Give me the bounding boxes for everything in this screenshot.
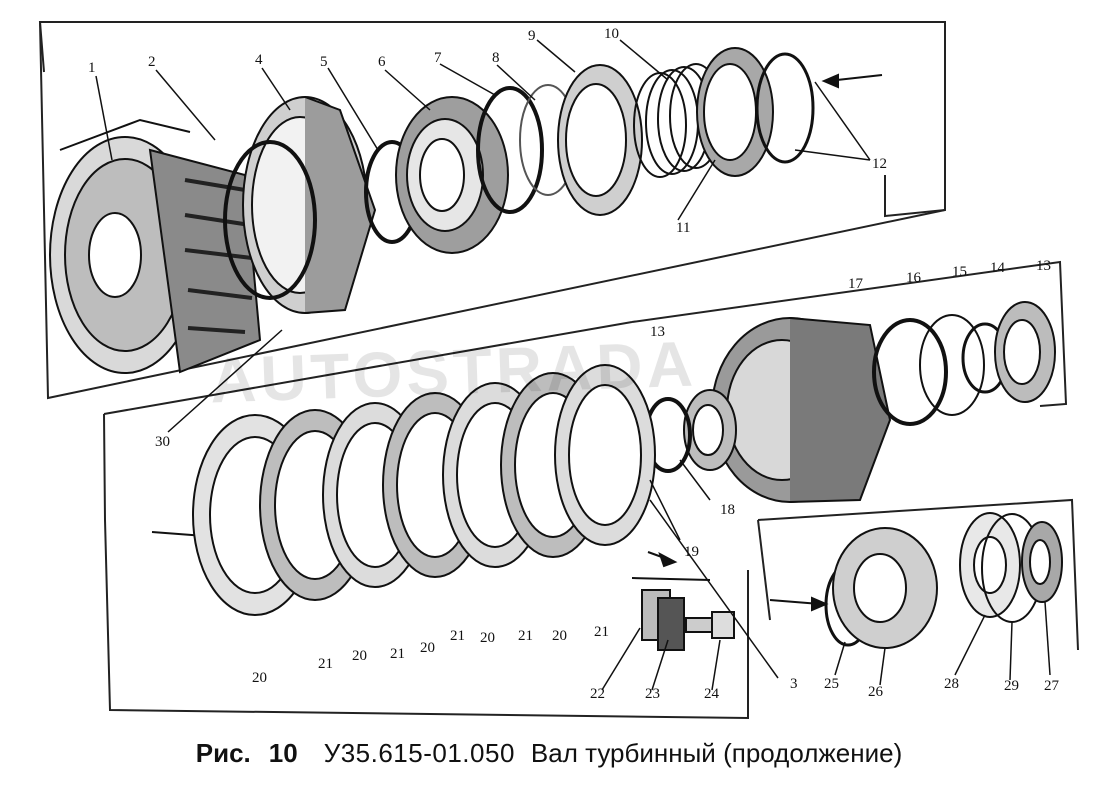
callout-24: 24 (704, 686, 720, 702)
callout-30: 30 (155, 434, 170, 450)
callout-13-left: 13 (650, 324, 665, 340)
callout-21-e: 21 (594, 624, 609, 640)
hub-part (395, 96, 509, 254)
callout-1: 1 (88, 60, 96, 76)
callout-22: 22 (590, 686, 605, 702)
callout-6: 6 (378, 54, 386, 70)
callout-20-b: 20 (352, 648, 367, 664)
callout-7: 7 (434, 50, 442, 66)
callout-labels: 1 2 4 5 6 7 8 9 10 11 12 17 16 15 14 13 … (88, 26, 1060, 702)
callout-20-a: 20 (252, 670, 267, 686)
ring-part-16 (872, 318, 948, 426)
leader-lines (95, 39, 1051, 691)
lower-right-frame (757, 498, 1079, 651)
middle-assembly-frame (103, 260, 1068, 720)
callout-18: 18 (720, 502, 735, 518)
callout-17: 17 (848, 276, 864, 292)
callout-9: 9 (528, 28, 536, 44)
callout-21-b: 21 (390, 646, 405, 662)
callout-21-d: 21 (518, 628, 533, 644)
callout-28: 28 (944, 676, 959, 692)
ring-part-7 (476, 86, 544, 214)
callout-13-right: 13 (1036, 258, 1051, 274)
callout-27: 27 (1044, 678, 1060, 694)
callout-10: 10 (604, 26, 619, 42)
callout-20-e: 20 (552, 628, 567, 644)
callout-5: 5 (320, 54, 328, 70)
callout-14: 14 (990, 260, 1006, 276)
disc-part-9 (557, 64, 643, 216)
lock-plate-and-bolt (641, 589, 735, 651)
piston-part (242, 96, 377, 314)
callout-26: 26 (868, 684, 884, 700)
bracket-line (631, 577, 711, 581)
callout-15: 15 (952, 264, 967, 280)
callout-19: 19 (684, 544, 699, 560)
callout-11: 11 (676, 220, 690, 236)
drum-housing-part (49, 118, 262, 374)
clutch-disc-pack (192, 364, 656, 616)
nut-part-27 (1021, 521, 1063, 603)
figure-title: Вал турбинный (530, 738, 716, 768)
seal-ring-part (223, 140, 317, 300)
bearing-part-13-left (683, 389, 737, 471)
figure-label: Рис. (195, 738, 251, 768)
callout-8: 8 (492, 50, 500, 66)
ring-part-15 (919, 314, 985, 416)
callout-12: 12 (872, 156, 887, 172)
gear-part (711, 317, 892, 503)
callout-29: 29 (1004, 678, 1019, 694)
figure-number: 10 (268, 738, 298, 768)
bearing-part-26 (832, 527, 938, 649)
snap-ring-part (755, 52, 815, 164)
callout-20-c: 20 (420, 640, 435, 656)
bearing-part-13 (994, 301, 1056, 403)
callout-20-d: 20 (480, 630, 495, 646)
callout-21-c: 21 (450, 628, 465, 644)
top-assembly-frame (38, 21, 946, 400)
callout-23: 23 (645, 686, 660, 702)
callout-3: 3 (790, 676, 798, 692)
callout-2: 2 (148, 54, 156, 70)
callout-4: 4 (255, 52, 263, 68)
lock-washer-part-28 (959, 512, 1021, 618)
part-code: У35.615-01.050 (323, 738, 515, 768)
callout-21-a: 21 (318, 656, 333, 672)
figure-note: (продолжение) (723, 738, 903, 768)
figure-caption: Рис. 10 У35.615-01.050 Вал турбинный (продо… (0, 738, 1098, 769)
plate-part-11 (696, 47, 774, 177)
callout-16: 16 (906, 270, 922, 286)
callout-25: 25 (824, 676, 839, 692)
